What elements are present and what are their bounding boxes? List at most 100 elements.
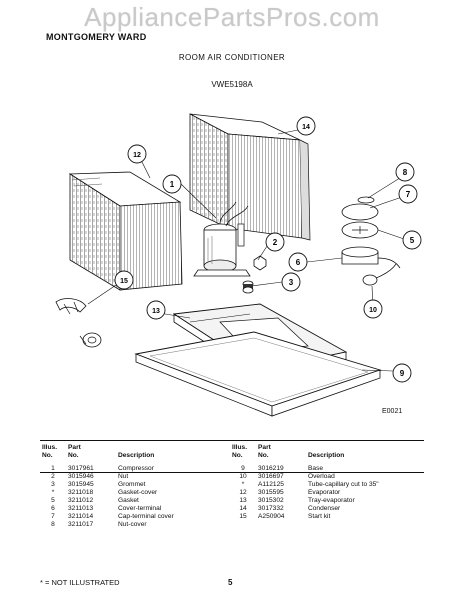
compressor xyxy=(193,201,251,277)
callout-9: 9 xyxy=(392,363,412,383)
callout-7: 7 xyxy=(398,184,418,204)
cell-description: Grommet xyxy=(118,481,146,488)
cell-description: Tray-evaporator xyxy=(308,497,355,504)
callout-12: 12 xyxy=(127,144,147,164)
callout-8: 8 xyxy=(395,162,415,182)
parts-rows-left: 1 3017961 Compressor 2 3015946 Nut 3 3015945 Gro… xyxy=(42,460,178,529)
parts-rows-right: 9 3016219 Base 10 3016697 Overload * A112125 Tub… xyxy=(232,460,383,521)
cell-illus: 3 xyxy=(51,481,55,488)
header-part: Part No. xyxy=(68,444,81,459)
cell-description: Condenser xyxy=(308,505,341,512)
cell-illus: 13 xyxy=(239,497,247,504)
callout-1: 1 xyxy=(162,174,182,194)
condenser-coil xyxy=(189,113,311,241)
parts-table-left: Illus. No. Part No. Description 1 3017961… xyxy=(42,444,178,529)
cell-part: 3017961 xyxy=(68,465,94,472)
table-header: Illus. No. Part No. Description xyxy=(42,444,178,460)
cell-description: Nut-cover xyxy=(118,521,147,528)
table-row: 9 3016219 Base xyxy=(232,465,383,473)
svg-text:15: 15 xyxy=(120,278,128,285)
cell-part: 3017332 xyxy=(258,505,284,512)
cell-part: A250904 xyxy=(258,513,285,520)
cell-description: Gasket-cover xyxy=(118,489,158,496)
svg-text:8: 8 xyxy=(403,168,408,177)
callout-13: 13 xyxy=(146,300,166,320)
svg-text:3: 3 xyxy=(289,278,294,287)
cell-part: 3016219 xyxy=(258,465,284,472)
table-top-rule xyxy=(40,440,424,441)
callout-3: 3 xyxy=(281,272,301,292)
parts-table-right: Illus. No. Part No. Description 9 3016219… xyxy=(232,444,383,521)
callout-6: 6 xyxy=(288,252,308,272)
cell-description: Cover-terminal xyxy=(118,505,162,512)
cell-part: 3015946 xyxy=(68,473,94,480)
cell-part: 3015302 xyxy=(258,497,284,504)
page-number: 5 xyxy=(228,578,233,587)
cell-description: Tube-capillary cut to 35" xyxy=(308,481,379,488)
header-part: Part No. xyxy=(258,444,271,459)
table-row: 13 3015302 Tray-evaporator xyxy=(232,497,383,505)
cell-description: Evaporator xyxy=(308,489,341,496)
table-row: 12 3015595 Evaporator xyxy=(232,489,383,497)
svg-text:10: 10 xyxy=(369,307,377,314)
cell-illus: 9 xyxy=(241,465,245,472)
table-row: 15 A250904 Start kit xyxy=(232,513,383,521)
brand-name: MONTGOMERY WARD xyxy=(46,32,147,42)
cell-part: 3016697 xyxy=(258,473,284,480)
table-row: 10 3016697 Overload xyxy=(232,473,383,481)
table-row: 2 3015946 Nut xyxy=(42,473,178,481)
svg-text:5: 5 xyxy=(410,236,415,245)
watermark: AppliancePartsPros.com xyxy=(84,2,380,32)
header-illus: Illus. No. xyxy=(42,444,58,459)
callout-2: 2 xyxy=(265,232,285,252)
cell-part: 3211018 xyxy=(68,489,94,496)
terminal-cover-parts xyxy=(341,196,401,286)
table-row: 3 3015945 Grommet xyxy=(42,481,178,489)
table-header-rule xyxy=(40,472,424,473)
cell-illus: 14 xyxy=(239,505,247,512)
callout-10: 10 xyxy=(363,299,383,319)
svg-text:12: 12 xyxy=(133,152,141,159)
cell-description: Compressor xyxy=(118,465,154,472)
table-header: Illus. No. Part No. Description xyxy=(232,444,383,460)
cell-part: 3211012 xyxy=(68,497,94,504)
cell-part: 3015595 xyxy=(258,489,284,496)
cell-part: 3015945 xyxy=(68,481,94,488)
evaporator-coil xyxy=(68,171,183,291)
svg-text:1: 1 xyxy=(170,180,175,189)
table-row: 14 3017332 Condenser xyxy=(232,505,383,513)
parts-diagram: 1 12 14 2 3 8 7 5 6 10 15 13 9 xyxy=(55,113,422,417)
cell-illus: 2 xyxy=(51,473,55,480)
cell-illus: 15 xyxy=(239,513,247,520)
diagram-code: E0021 xyxy=(382,408,403,415)
header-description: Description xyxy=(118,452,155,459)
nut-and-grommet xyxy=(242,255,267,294)
cell-illus: 5 xyxy=(51,497,55,504)
table-row: * A112125 Tube-capillary cut to 35" xyxy=(232,481,383,489)
callout-14: 14 xyxy=(296,116,316,136)
cell-description: Cap-terminal cover xyxy=(118,513,174,520)
table-row: 1 3017961 Compressor xyxy=(42,465,178,473)
model-number: VWE5198A xyxy=(211,80,253,89)
cell-description: Start kit xyxy=(308,513,331,520)
cell-part: A112125 xyxy=(258,481,284,488)
base-pan xyxy=(134,331,382,417)
svg-text:14: 14 xyxy=(302,124,310,131)
svg-text:2: 2 xyxy=(273,238,278,247)
page-title: ROOM AIR CONDITIONER xyxy=(178,53,286,62)
cell-illus: * xyxy=(241,481,245,488)
svg-text:6: 6 xyxy=(296,258,301,267)
cell-illus: 1 xyxy=(51,465,55,472)
svg-text:7: 7 xyxy=(406,190,411,199)
cell-description: Nut xyxy=(118,473,129,480)
cell-part: 3211013 xyxy=(68,505,94,512)
cell-description: Overload xyxy=(308,473,335,480)
cell-illus: 12 xyxy=(239,489,247,496)
cell-illus: 10 xyxy=(239,473,247,480)
cell-description: Base xyxy=(308,465,324,472)
footnote: * = NOT ILLUSTRATED xyxy=(40,578,120,587)
